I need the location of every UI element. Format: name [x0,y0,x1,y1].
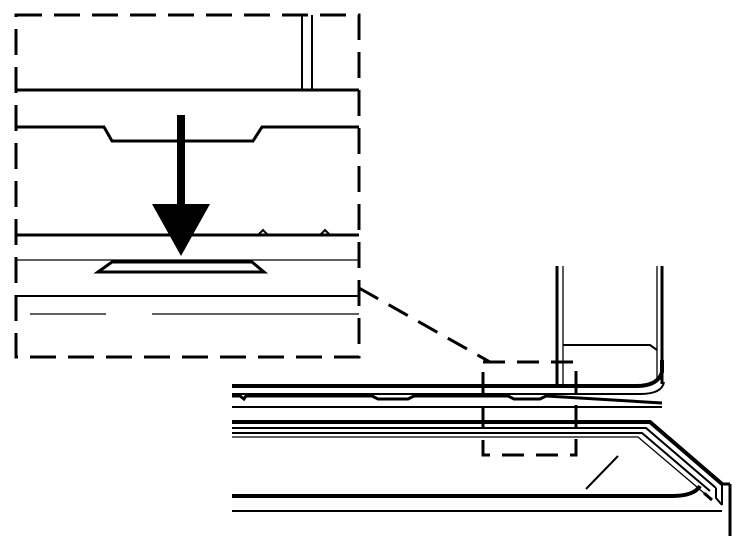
callout-leader-line [358,286,491,364]
shelf-panel [232,360,665,408]
detail-tongue [93,260,269,274]
main-assembly [232,266,732,536]
detail-callout-frame [14,13,361,359]
detail-highlight-box [481,360,578,457]
lower-support-rail [232,420,732,536]
detail-upper-profile [16,125,359,143]
cabinet-side-panel [555,266,664,384]
detail-rail-notch [257,228,331,236]
insertion-arrow [152,115,210,256]
detail-callout [14,13,361,359]
